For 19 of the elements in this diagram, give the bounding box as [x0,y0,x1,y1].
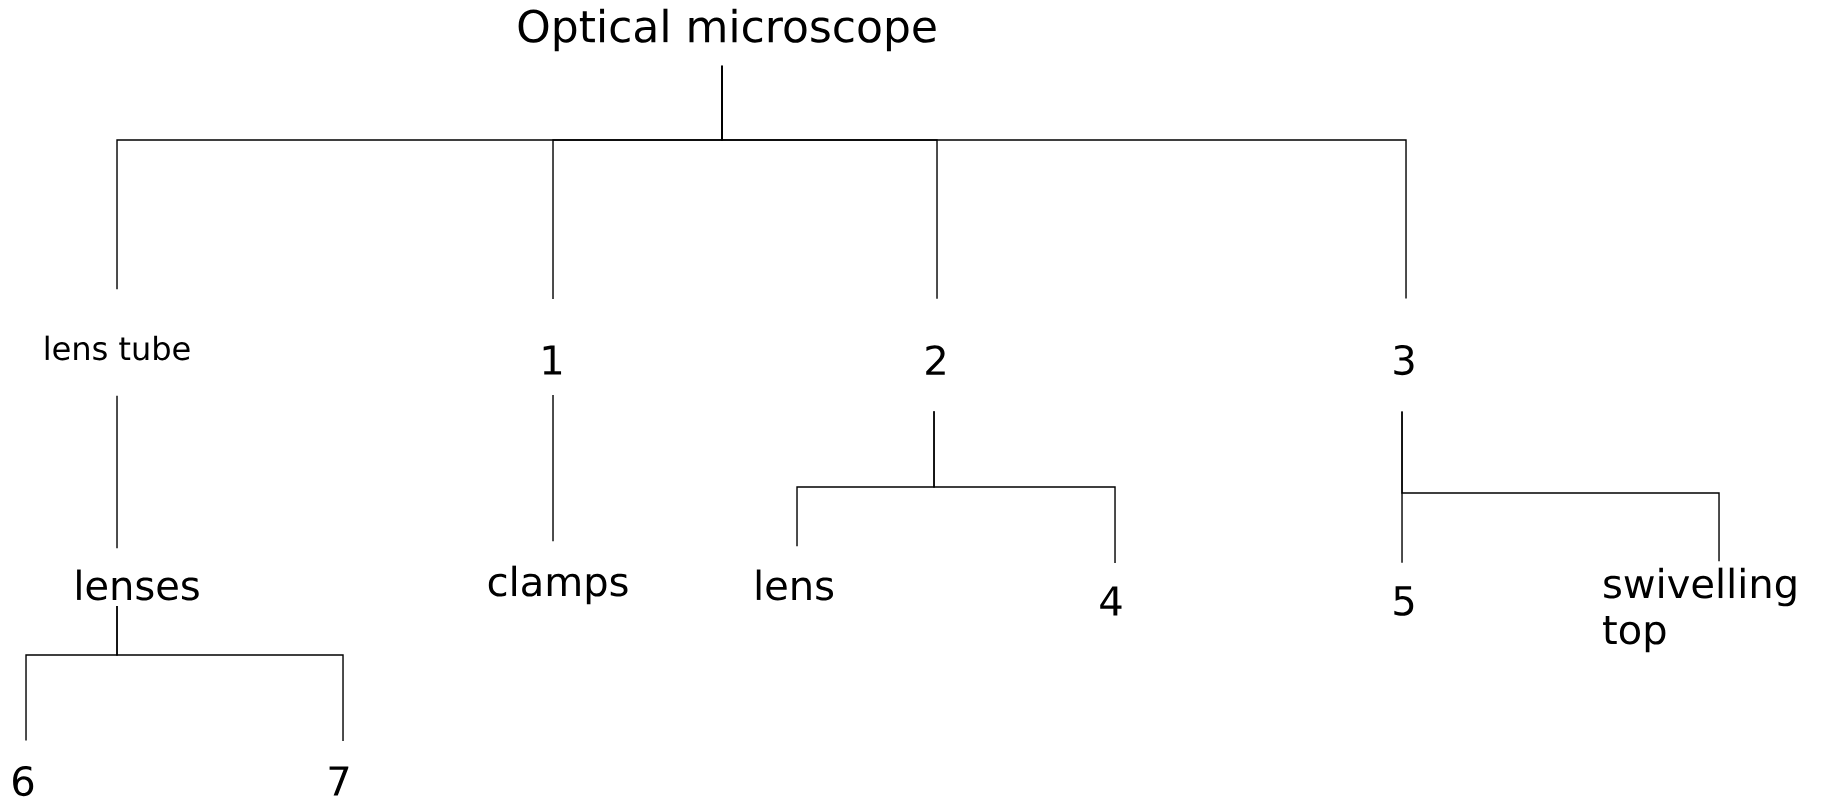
tree-connector [116,605,344,742]
tree-label: 6 [13,765,34,797]
tree-connector [1401,410,1720,562]
tree-label: 2 [926,345,945,375]
tree-label: 7 [329,766,349,796]
tree-label: 4 [1100,586,1122,616]
tree-label: 1 [543,345,562,375]
tree-label: clamps [488,565,628,605]
tree-label: 5 [1394,586,1414,616]
tree-connector [721,65,1407,300]
tree-connector [552,394,554,542]
tree-label: lenses [77,569,199,601]
tree-title: Optical microscope [518,8,936,52]
tree-label: swivelling top [1603,567,1796,653]
tree-label: lens tube [45,335,190,361]
tree-label: 3 [1394,344,1414,376]
tree-label: lens [756,569,833,601]
tree-connector [116,395,118,549]
tree-connector [933,410,1116,564]
